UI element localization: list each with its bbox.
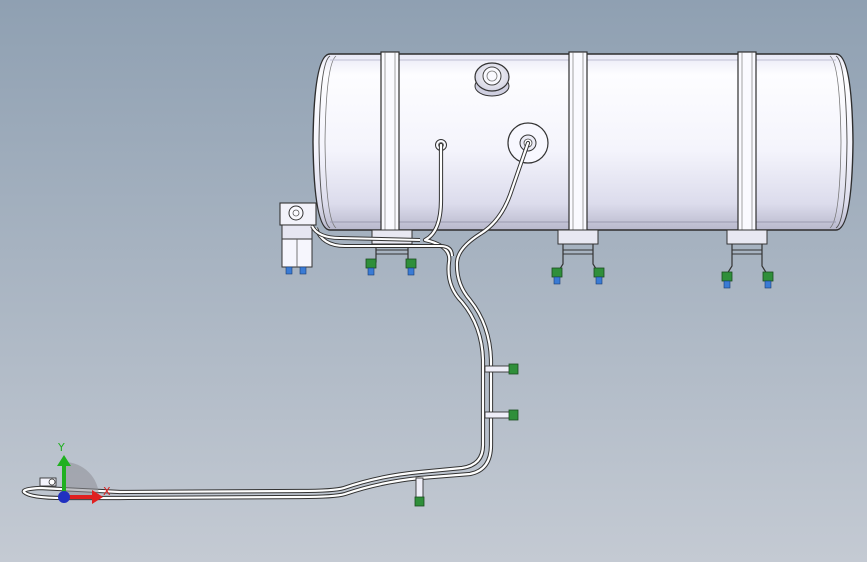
line-end-connector[interactable] [39, 477, 57, 487]
fuel-lines[interactable] [21, 140, 531, 507]
bolt-icon [721, 271, 733, 289]
bolt-icon [405, 258, 417, 276]
tank-left-end-rim [318, 55, 331, 229]
bracket-3[interactable] [726, 229, 768, 275]
tank-right-end-rim [835, 55, 848, 229]
tank-strap-2[interactable] [568, 51, 588, 235]
bracket-bolts [365, 258, 774, 289]
pipe-clip-1[interactable] [484, 363, 519, 375]
triad-x-label: X [103, 485, 111, 498]
coordinate-triad [57, 455, 103, 504]
fuel-filter-assembly[interactable] [279, 202, 317, 275]
triad-y-label: Y [58, 441, 65, 454]
tank-left-end-rim-inner [324, 55, 337, 229]
pipe-clip-3[interactable] [414, 477, 425, 507]
tank-strap-3[interactable] [737, 51, 757, 235]
fuel-tank[interactable] [312, 51, 854, 235]
bolt-icon [762, 271, 774, 289]
bolt-icon [551, 267, 563, 285]
filler-cap[interactable] [474, 62, 510, 97]
tank-strap-1[interactable] [380, 51, 400, 235]
y-axis-arrow-icon [57, 455, 71, 466]
tank-right-end-rim-inner [829, 55, 842, 229]
bolt-icon [593, 267, 605, 285]
x-axis-arrow-icon [92, 490, 103, 504]
bolt-icon [365, 258, 377, 276]
triad-rotation-disc [64, 462, 99, 497]
z-axis-origin-icon [58, 491, 70, 503]
pipe-clip-2[interactable] [484, 409, 519, 421]
